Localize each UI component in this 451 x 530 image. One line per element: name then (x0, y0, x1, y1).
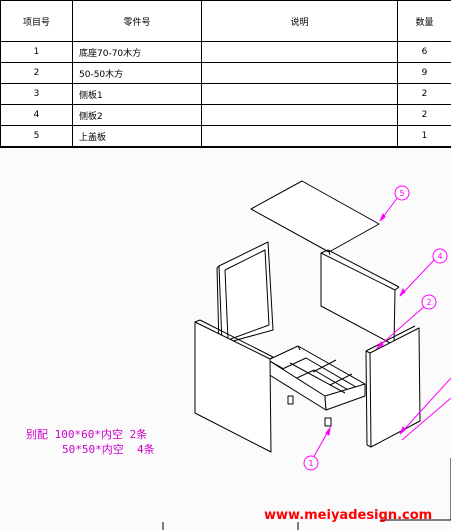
cell-qty: 1 (397, 125, 451, 147)
balloon-1-label: 1 (308, 459, 313, 468)
cell-item-no: 3 (0, 83, 73, 105)
balloon-4[interactable]: 4 (432, 248, 448, 264)
table-row[interactable]: 2 50-50木方 9 (0, 62, 451, 84)
cell-qty: 2 (397, 83, 451, 105)
table-divider-line (0, 147, 451, 148)
table-row[interactable]: 5 上盖板 1 (0, 125, 451, 147)
cell-description (201, 62, 398, 84)
bill-of-materials-table: 项目号 零件号 说明 数量 1 底座70-70木方 6 2 50-50木方 9 … (0, 0, 451, 147)
cell-part-no: 底座70-70木方 (72, 41, 202, 63)
balloon-1[interactable]: 1 (303, 455, 319, 471)
cell-description (201, 104, 398, 126)
base-frame-right (324, 383, 366, 411)
top-cover-panel (250, 180, 380, 253)
side-panel-left-frame (218, 241, 274, 345)
balloon-5[interactable]: 5 (394, 185, 410, 201)
cell-description (201, 41, 398, 63)
side-panel-front-right (369, 327, 421, 448)
balloon-4-label: 4 (437, 252, 442, 261)
cell-qty: 9 (397, 62, 451, 84)
cell-part-no: 50-50木方 (72, 62, 202, 84)
cell-part-no: 侧板2 (72, 104, 202, 126)
note-line-2: 50*50*内空 4条 (62, 443, 155, 456)
note-line-1: 别配 100*60*内空 2条 (26, 428, 148, 441)
watermark-text: www.meiyadesign.com (264, 508, 433, 523)
title-block-edge (162, 458, 451, 530)
bom-header-row: 项目号 零件号 说明 数量 (0, 0, 451, 42)
cell-qty: 2 (397, 104, 451, 126)
cell-item-no: 4 (0, 104, 73, 126)
cell-part-no: 侧板1 (72, 83, 202, 105)
balloon-2-label: 2 (426, 298, 431, 307)
cell-part-no: 上盖板 (72, 125, 202, 147)
cell-item-no: 2 (0, 62, 73, 84)
cell-qty: 6 (397, 41, 451, 63)
side-panel-front-left (194, 321, 272, 453)
balloon-5-label: 5 (399, 189, 404, 198)
cell-description (201, 83, 398, 105)
exploded-view-drawing[interactable]: 5 4 2 1 (0, 148, 451, 530)
table-row[interactable]: 1 底座70-70木方 6 (0, 41, 451, 63)
table-row[interactable]: 3 侧板1 2 (0, 83, 451, 105)
side-panel-back (320, 252, 396, 346)
header-qty: 数量 (397, 0, 451, 42)
cell-item-no: 1 (0, 41, 73, 63)
table-row[interactable]: 4 侧板2 2 (0, 104, 451, 126)
balloon-2[interactable]: 2 (421, 294, 437, 310)
header-item-no: 项目号 (0, 0, 73, 42)
header-description: 说明 (201, 0, 398, 42)
cell-description (201, 125, 398, 147)
cell-item-no: 5 (0, 125, 73, 147)
header-part-no: 零件号 (72, 0, 202, 42)
